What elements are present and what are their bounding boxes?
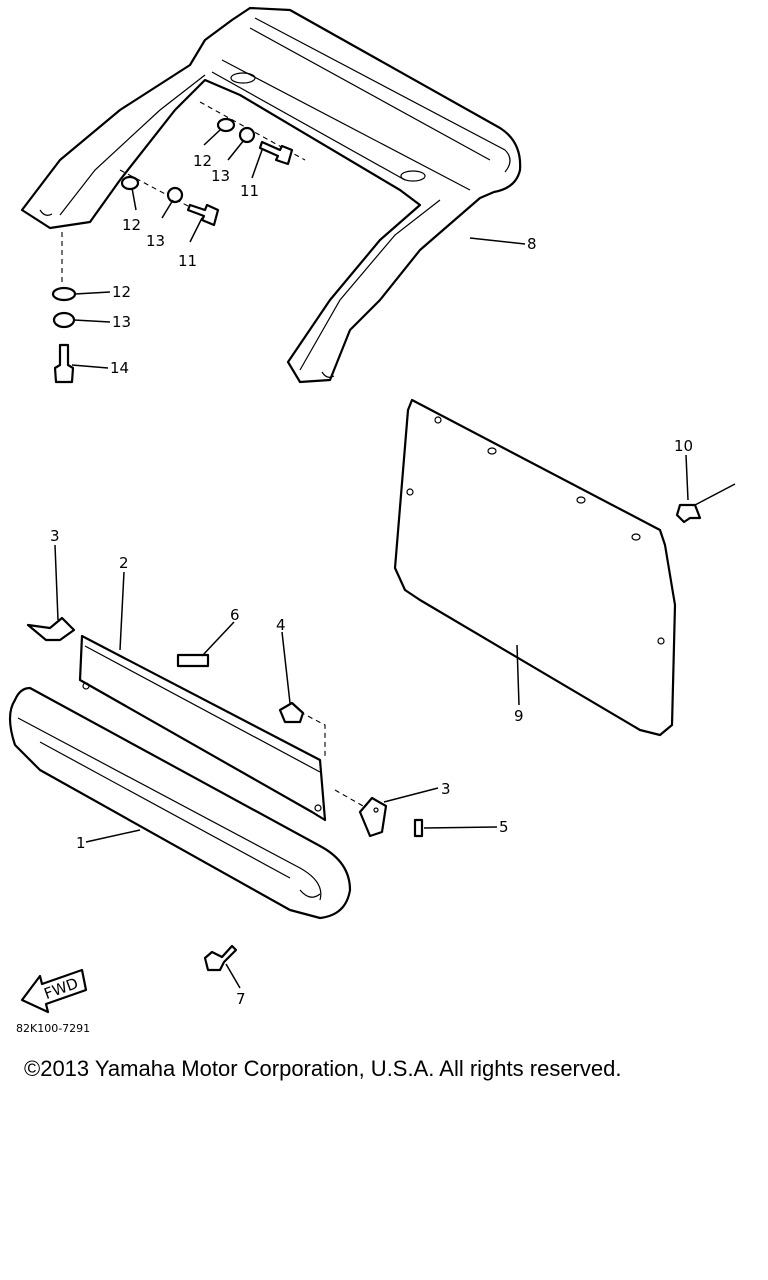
- callout-13a: 13: [211, 167, 230, 185]
- callout-1: 1: [76, 834, 86, 852]
- part-4-fastener: [278, 701, 305, 724]
- part-10-pin: [675, 483, 736, 524]
- part-7-screw: [203, 944, 238, 972]
- callout-5: 5: [499, 818, 509, 836]
- callout-8: 8: [527, 235, 537, 253]
- callout-4: 4: [276, 616, 286, 634]
- callout-6: 6: [230, 606, 240, 624]
- callout-10: 10: [674, 437, 693, 455]
- part-5-clip: [413, 818, 424, 838]
- callout-7: 7: [236, 990, 246, 1008]
- part-8-frame: [20, 6, 522, 384]
- callout-11b: 11: [178, 252, 197, 270]
- callout-3a: 3: [50, 527, 60, 545]
- fwd-arrow-icon: FWD: [20, 968, 88, 1014]
- callout-2: 2: [119, 554, 129, 572]
- part-6-label: [176, 653, 210, 668]
- callout-14: 14: [110, 359, 129, 377]
- fasteners-upper: [51, 101, 306, 384]
- part-1-bumper: [8, 686, 352, 920]
- parts-diagram: FWD 1 2 3 3 4 5 6 7 8 9 10 11: [8, 6, 736, 1014]
- callout-13b: 13: [146, 232, 165, 250]
- copyright-notice: ©2013 Yamaha Motor Corporation, U.S.A. A…: [24, 1056, 622, 1081]
- callout-12b: 12: [122, 216, 141, 234]
- callout-9: 9: [514, 707, 524, 725]
- callout-13c: 13: [112, 313, 131, 331]
- part-2-bracket: [78, 634, 371, 822]
- leader-lines: [54, 129, 689, 989]
- part-3-clip-left: [26, 616, 76, 642]
- callout-12a: 12: [193, 152, 212, 170]
- callout-12c: 12: [112, 283, 131, 301]
- drawing-code: 82K100-7291: [16, 1022, 91, 1035]
- callout-3b: 3: [441, 780, 451, 798]
- part-9-plate: [393, 398, 677, 737]
- part-3-clip-right: [358, 796, 388, 838]
- callout-11a: 11: [240, 182, 259, 200]
- callouts: 1 2 3 3 4 5 6 7 8 9 10 11 11 12 12 12 13…: [50, 152, 693, 1008]
